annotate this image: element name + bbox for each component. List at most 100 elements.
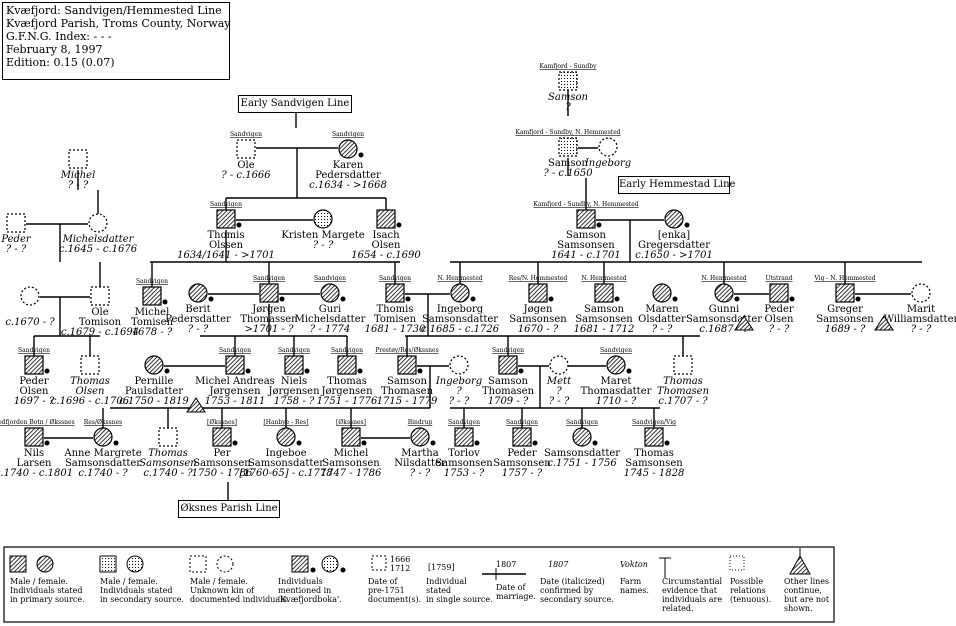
male-symbol <box>284 355 304 375</box>
legend-unknown-text: Male / female. <box>190 577 248 586</box>
legend-possible-text: (tenuous). <box>730 595 771 604</box>
farm-name: Kamfjord - Sundby <box>540 63 598 70</box>
male-symbol <box>341 427 361 447</box>
female-symbol <box>450 283 470 303</box>
person-dates: 1681 - 1712 <box>574 324 635 335</box>
female-symbol <box>664 209 684 229</box>
header-index: G.F.N.G. Index: - - - <box>6 30 112 43</box>
person-name: Ingeboe <box>265 448 306 459</box>
farm-name: N. Hemmested <box>437 275 482 282</box>
farm-name: Res/Økssnes <box>84 419 122 426</box>
person-name: Greger <box>827 304 863 315</box>
legend-other-text: continue, <box>784 586 822 595</box>
person-name: Thomas <box>663 376 703 387</box>
farm-name: Sandvigen <box>219 347 251 354</box>
person-name: Samsonsen <box>193 458 251 469</box>
person-name: Samsonsen <box>493 458 551 469</box>
kvaefjordboka-dot <box>164 368 170 374</box>
person-name: Samsonsen <box>575 314 633 325</box>
person-name: Tomisen <box>374 314 417 325</box>
legend-unknown-text: documented individuals. <box>190 595 289 604</box>
person-name: Samsonsen <box>435 458 493 469</box>
legend-secondary-text: in secondary source. <box>100 595 184 604</box>
header-box: Kvæfjord: Sandvigen/Hemmested Line Kvæfj… <box>2 2 231 80</box>
person-ingeborg_top: Ingeborg <box>584 137 631 169</box>
person-dates: 1747 - 1786 <box>321 468 382 479</box>
kvaefjordboka-dot <box>430 440 436 446</box>
kvaefjordboka-dot <box>626 368 632 374</box>
female-symbol <box>572 427 592 447</box>
legend-circ-text: evidence that <box>662 586 718 595</box>
other-line-triangle <box>186 397 206 413</box>
person-name: Niels <box>281 376 307 387</box>
person-name: Michelsdatter <box>295 314 366 325</box>
person-name: [enka] <box>658 230 690 241</box>
person-name: Nils <box>24 448 44 459</box>
male-symbol <box>454 427 474 447</box>
person-mett: Mett?? - ? <box>546 355 572 407</box>
kvaefjordboka-dot <box>236 222 242 228</box>
legend-mentioned-text: Individuals <box>278 577 323 586</box>
female-symbol <box>320 283 340 303</box>
person-name: Tomison <box>79 317 122 328</box>
farm-name: Sandvigen <box>332 131 364 138</box>
legend-unknown-text: Unknown kin of <box>190 586 255 595</box>
farm-name: N. Hemmested <box>581 275 626 282</box>
legend-confirmed-text: Date (italicized) <box>540 577 605 586</box>
person-ingeborg_b: Ingeborg?? - ? <box>435 355 482 407</box>
person-dates: 1751 - 1776 <box>317 396 378 407</box>
person-female_mid: c.1670 - ? <box>5 286 55 328</box>
person-name: Samsonsen <box>509 314 567 325</box>
legend-other-text: shown. <box>784 604 813 613</box>
female-symbol <box>410 427 430 447</box>
person-dates: ? - ? <box>769 324 790 335</box>
person-name: Gunni <box>709 304 740 315</box>
person-name: Maret <box>601 376 632 387</box>
legend-circ-text: Circumstantial <box>662 577 723 586</box>
kvaefjordboka-dot <box>417 368 423 374</box>
oksnes-line-label: Øksnes Parish Line <box>178 500 280 518</box>
person-dates: c.1696 - c.1706 <box>51 396 130 407</box>
kvaefjordboka-dot <box>684 222 690 228</box>
kvaefjordboka-dot <box>357 368 363 374</box>
legend-farm-text: names. <box>620 586 649 595</box>
legend-box <box>3 546 835 623</box>
person-dates: ? - ? <box>68 180 89 191</box>
kvaefjordboka-dot <box>279 296 285 302</box>
female-symbol <box>911 283 931 303</box>
legend-pre1751-box <box>371 555 387 571</box>
person-dates: ? - ? <box>449 396 470 407</box>
female-symbol <box>714 283 734 303</box>
legend-pre1751-text: document(s). <box>368 595 421 604</box>
male-symbol <box>142 286 162 306</box>
male-symbol <box>397 355 417 375</box>
farm-name: Sandvigen <box>492 347 524 354</box>
person-dates: c.1650 - >1701 <box>635 250 713 261</box>
person-dates: >1701 - ? <box>245 324 295 335</box>
kvaefjordboka-dot <box>358 152 364 158</box>
person-dates: 1697 - ? <box>14 396 55 407</box>
female-symbol <box>93 427 113 447</box>
person-dates: 1689 - ? <box>825 324 866 335</box>
person-dates: c.1740 - ? <box>143 468 193 479</box>
header-title: Kvæfjord: Sandvigen/Hemmested Line <box>6 4 222 17</box>
kvaefjordboka-dot <box>405 296 411 302</box>
female-symbol <box>449 355 469 375</box>
male-symbol <box>212 427 232 447</box>
male-symbol <box>376 209 396 229</box>
male-symbol <box>528 283 548 303</box>
person-name: Samson <box>548 92 588 103</box>
